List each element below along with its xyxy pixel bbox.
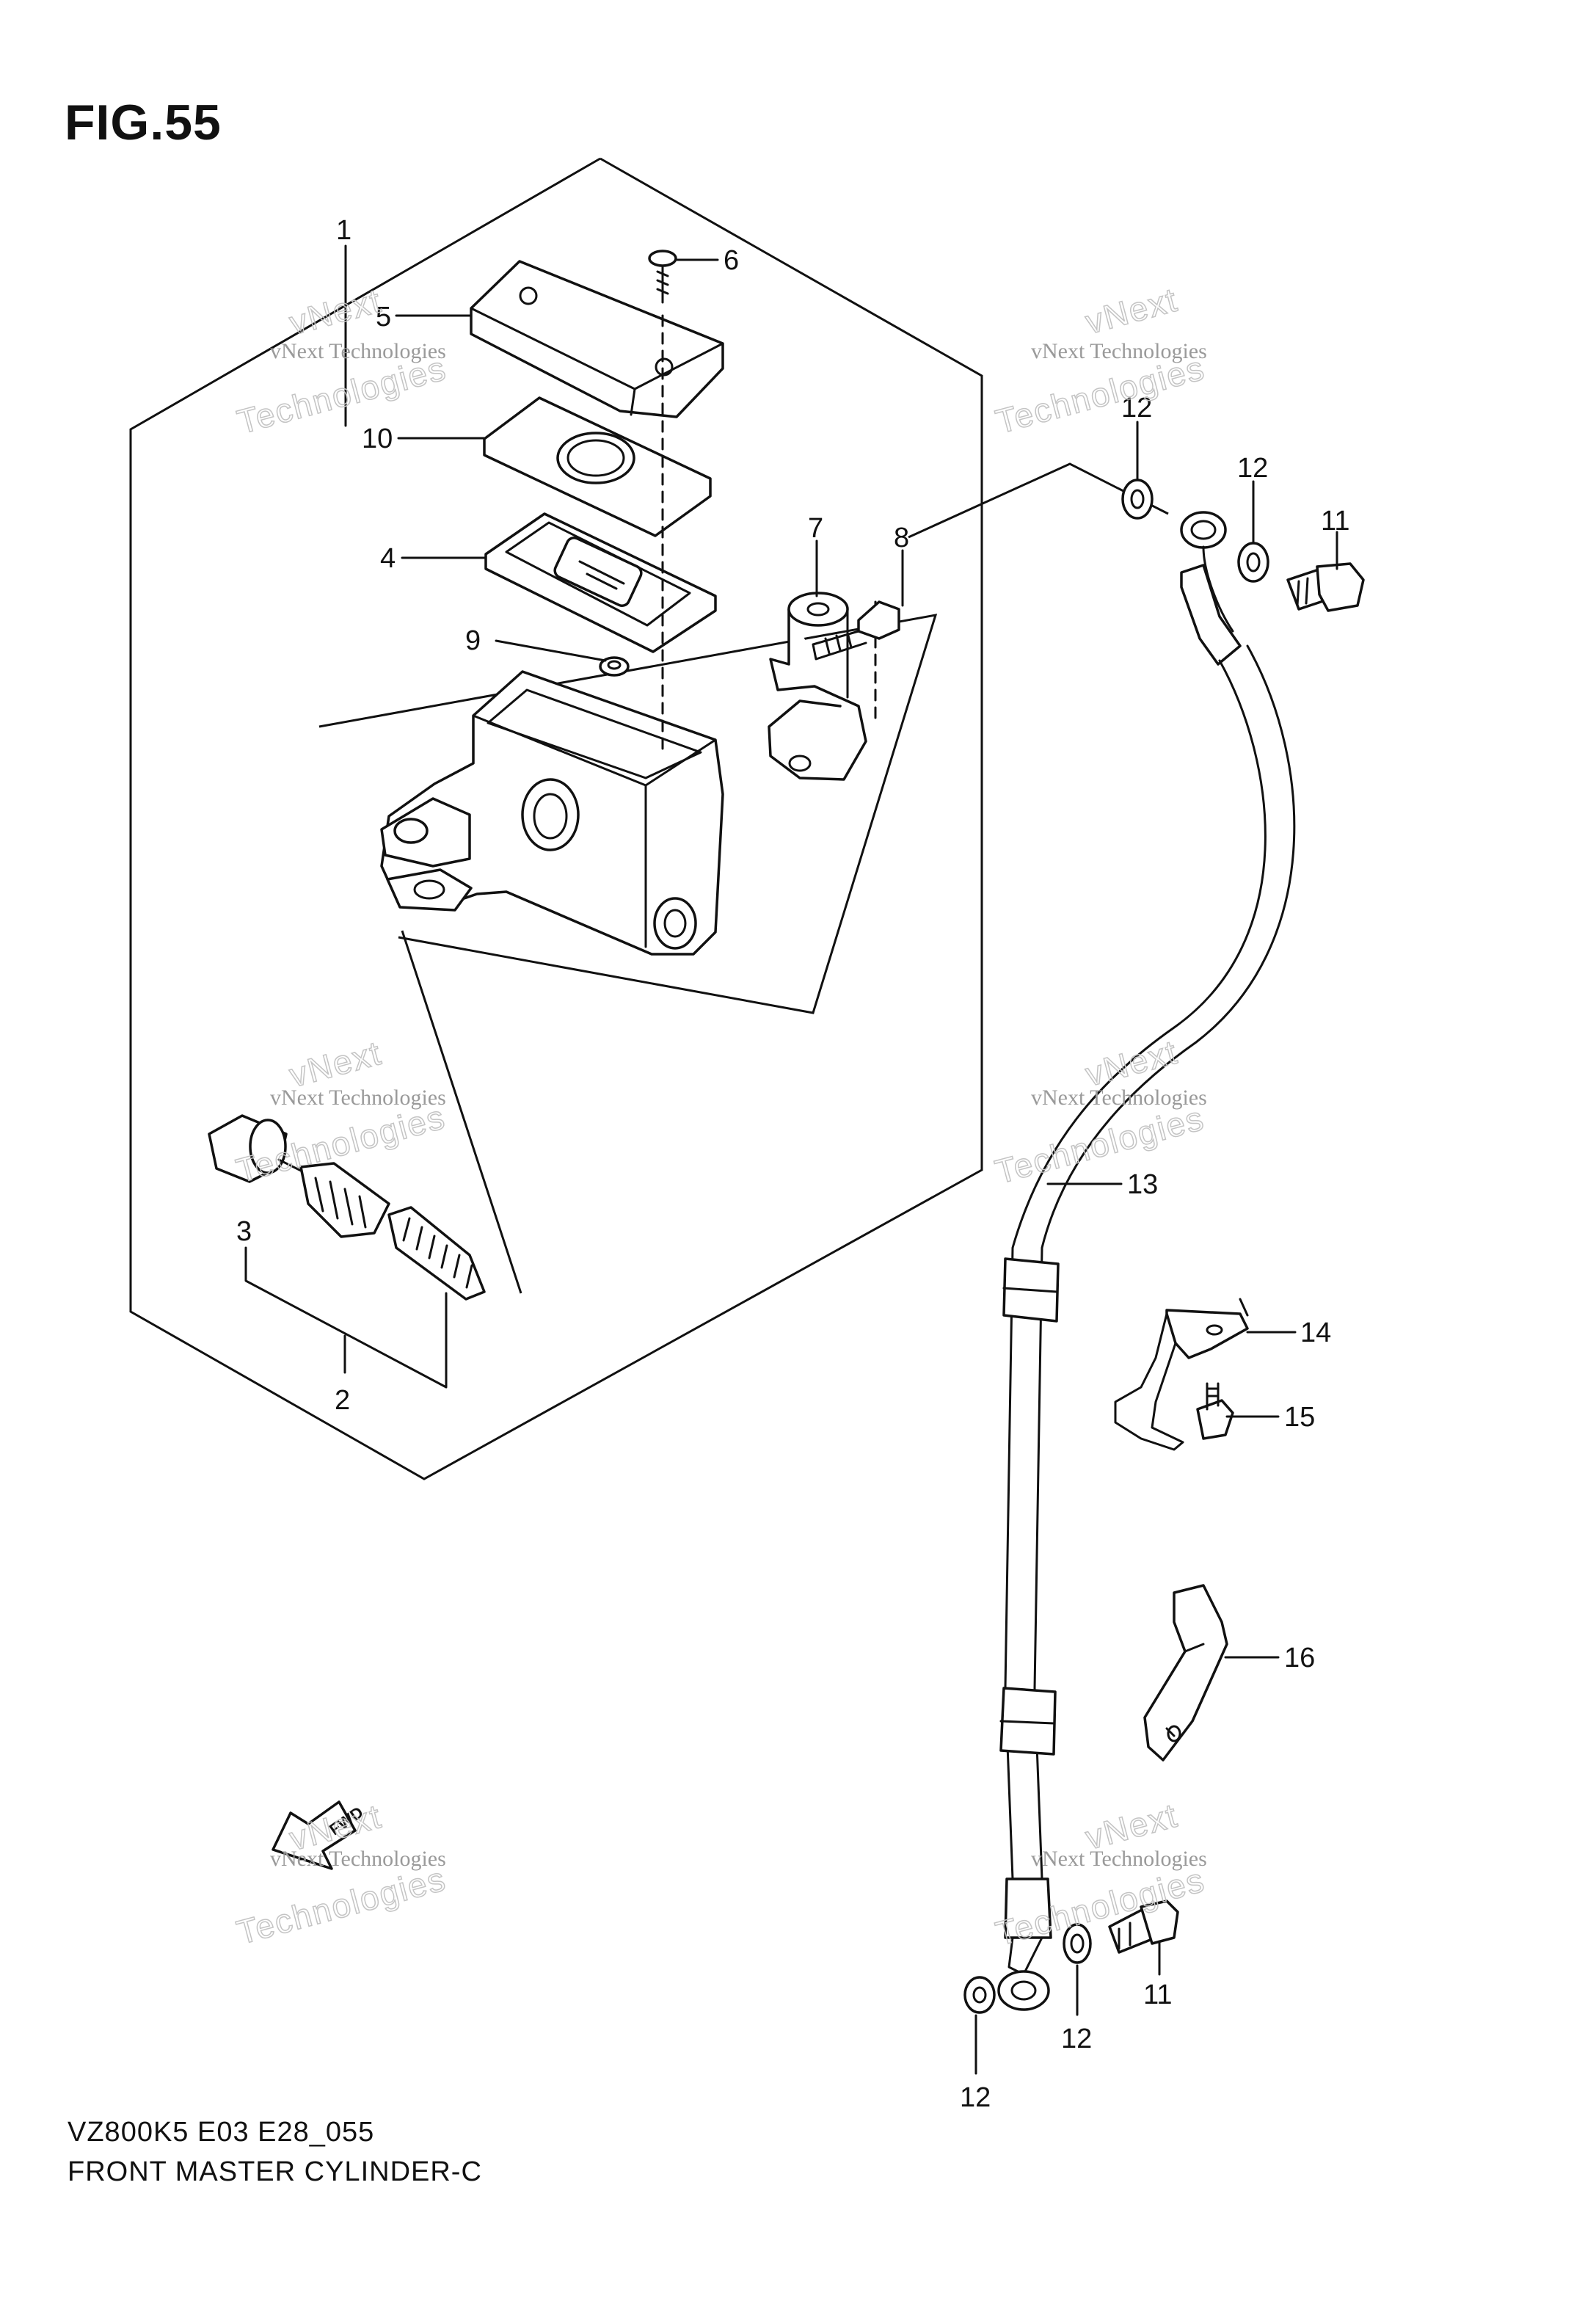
svg-text:vNext Technologies: vNext Technologies — [1031, 1847, 1207, 1871]
leader-lines — [244, 244, 1338, 2075]
hose-clamp — [1143, 1584, 1228, 1762]
callout-8: 8 — [894, 523, 909, 553]
callout-13: 13 — [1127, 1169, 1158, 1200]
washer-bottom-left — [963, 1976, 996, 2014]
small-washer — [599, 656, 630, 677]
hose-bracket — [1114, 1298, 1249, 1451]
watermark-mid-right: vNext vNext Technologies Technologies — [991, 1032, 1209, 1192]
diaphragm-plate — [483, 396, 712, 537]
banjo-bolt-bottom — [1108, 1900, 1179, 1954]
piston-assembly — [208, 1114, 486, 1301]
piston-frame — [401, 930, 522, 1294]
svg-text:vNext Technologies: vNext Technologies — [1031, 1086, 1207, 1110]
svg-text:Technologies: Technologies — [991, 1099, 1209, 1191]
callout-12-b: 12 — [1237, 453, 1268, 484]
callout-10: 10 — [362, 423, 393, 454]
svg-text:vNext Technologies: vNext Technologies — [270, 1847, 446, 1871]
bracket-bolt — [1196, 1382, 1234, 1440]
callout-16: 16 — [1284, 1643, 1315, 1673]
washer-top-right — [1237, 542, 1269, 583]
callout-4: 4 — [380, 543, 396, 574]
svg-text:vNext Technologies: vNext Technologies — [270, 1086, 446, 1110]
diaphragm — [484, 512, 717, 653]
callout-12-a: 12 — [1121, 393, 1152, 423]
watermark-top-left: vNext vNext Technologies Technologies — [233, 280, 451, 442]
svg-text:vNext: vNext — [1082, 280, 1182, 341]
callout-12-c: 12 — [1061, 2024, 1092, 2054]
washer-bottom-right — [1063, 1923, 1092, 1964]
washer-top-left — [1121, 479, 1154, 520]
watermark-mid-left: vNext vNext Technologies Technologies — [232, 1033, 451, 1190]
master-cylinder-body — [380, 670, 724, 956]
callout-labels: 1 2 3 4 5 6 7 8 9 10 11 11 12 12 12 12 1… — [236, 215, 1349, 2113]
brake-hose — [997, 511, 1296, 2011]
banjo-bolt-top — [1286, 562, 1365, 612]
callout-9: 9 — [465, 625, 481, 656]
figure-title: FIG.55 — [65, 95, 222, 150]
callout-6: 6 — [724, 245, 739, 276]
svg-text:Technologies: Technologies — [233, 1859, 450, 1952]
cap-screw — [648, 250, 677, 304]
watermark-bottom-left: vNext vNext Technologies Technologies — [233, 1796, 451, 1952]
svg-text:vNext Technologies: vNext Technologies — [1031, 339, 1207, 363]
callout-12-d: 12 — [960, 2082, 991, 2113]
callout-2: 2 — [335, 1385, 350, 1416]
svg-text:vNext: vNext — [285, 281, 386, 342]
diagram-code: VZ800K5 E03 E28_055 — [68, 2117, 375, 2148]
callout-14: 14 — [1300, 1317, 1331, 1348]
reservoir-cap — [470, 260, 724, 418]
holder-bolt — [812, 600, 900, 661]
svg-text:Technologies: Technologies — [992, 1861, 1209, 1953]
callout-11-bottom: 11 — [1143, 1980, 1172, 2010]
svg-text:vNext: vNext — [1082, 1033, 1182, 1094]
callout-11-top: 11 — [1321, 506, 1349, 537]
svg-text:vNext Technologies: vNext Technologies — [270, 339, 446, 363]
callout-1: 1 — [336, 215, 351, 246]
watermark-top-right: vNext vNext Technologies Technologies — [991, 280, 1210, 441]
callout-15: 15 — [1284, 1402, 1315, 1433]
assembly-frame — [129, 157, 983, 1480]
callout-7: 7 — [808, 513, 823, 544]
lever-holder — [768, 592, 867, 781]
callout-3: 3 — [236, 1216, 252, 1247]
forward-arrow-icon: FWD — [272, 1800, 366, 1870]
diagram-name: FRONT MASTER CYLINDER-C — [68, 2156, 482, 2187]
callout-5: 5 — [376, 302, 391, 332]
